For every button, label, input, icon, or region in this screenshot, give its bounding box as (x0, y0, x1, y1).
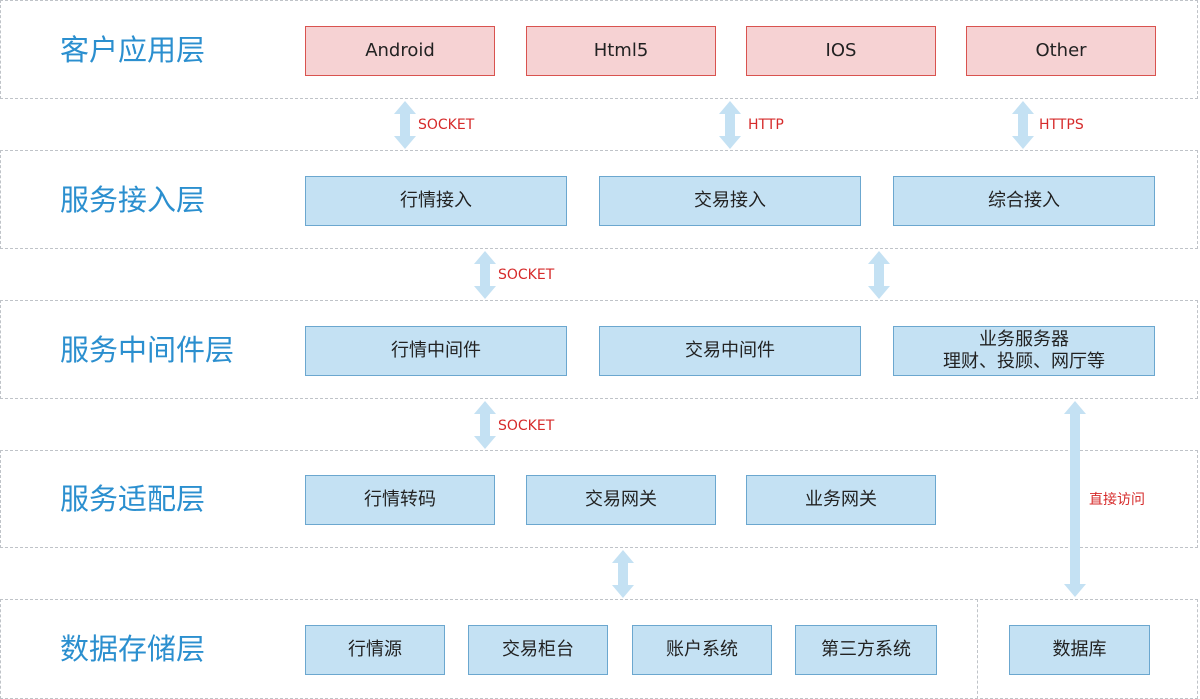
storage-box-third-party[interactable]: 第三方系统 (795, 625, 937, 675)
adapter-box-label: 交易网关 (585, 489, 657, 511)
arrow-client-access-1 (394, 101, 416, 149)
access-box-label: 综合接入 (988, 190, 1060, 212)
arrow-client-access-3 (1012, 101, 1034, 149)
storage-box-account-system[interactable]: 账户系统 (632, 625, 772, 675)
adapter-box-trade-gateway[interactable]: 交易网关 (526, 475, 716, 525)
layer-label-middleware: 服务中间件层 (60, 333, 235, 367)
adapter-box-label: 行情转码 (364, 489, 436, 511)
middleware-box-trade[interactable]: 交易中间件 (599, 326, 861, 376)
storage-box-market-source[interactable]: 行情源 (305, 625, 445, 675)
arrow-adapter-storage (612, 550, 634, 598)
storage-box-label: 行情源 (348, 639, 402, 661)
arrow-label-socket-middleware: SOCKET (498, 418, 555, 434)
business-box-line2: 理财、投顾、网厅等 (943, 351, 1105, 372)
adapter-box-market-transcode[interactable]: 行情转码 (305, 475, 495, 525)
access-box-general[interactable]: 综合接入 (893, 176, 1155, 226)
storage-box-label: 第三方系统 (821, 639, 911, 661)
client-box-html5[interactable]: Html5 (526, 26, 716, 76)
middleware-box-business[interactable]: 业务服务器 理财、投顾、网厅等 (893, 326, 1155, 376)
storage-box-trade-counter[interactable]: 交易柜台 (468, 625, 608, 675)
access-box-label: 交易接入 (694, 190, 766, 212)
client-box-ios[interactable]: IOS (746, 26, 936, 76)
client-box-label: Android (365, 40, 435, 62)
arrow-label-socket-client: SOCKET (418, 117, 475, 133)
arrow-label-socket-access: SOCKET (498, 267, 555, 283)
storage-box-label: 数据库 (1052, 639, 1107, 661)
adapter-box-label: 业务网关 (805, 489, 877, 511)
business-box-line1: 业务服务器 (979, 329, 1069, 351)
storage-box-database[interactable]: 数据库 (1009, 625, 1150, 675)
storage-box-label: 账户系统 (666, 639, 738, 661)
middleware-box-label: 交易中间件 (685, 340, 775, 362)
client-box-other[interactable]: Other (966, 26, 1156, 76)
middleware-box-market[interactable]: 行情中间件 (305, 326, 567, 376)
client-box-label: IOS (825, 40, 857, 62)
client-box-label: Html5 (593, 40, 649, 62)
client-box-label: Other (1035, 40, 1087, 62)
arrow-label-direct-access: 直接访问 (1089, 492, 1145, 508)
middleware-box-label: 行情中间件 (391, 340, 481, 362)
access-box-trade[interactable]: 交易接入 (599, 176, 861, 226)
layer-label-adapter: 服务适配层 (60, 482, 206, 516)
arrow-direct-access (1064, 401, 1086, 597)
arrow-middleware-adapter (474, 401, 496, 449)
client-box-android[interactable]: Android (305, 26, 495, 76)
access-box-market[interactable]: 行情接入 (305, 176, 567, 226)
arrow-label-http: HTTP (748, 117, 784, 133)
arrow-label-https: HTTPS (1039, 117, 1084, 133)
layer-label-access: 服务接入层 (60, 183, 206, 217)
adapter-box-business-gateway[interactable]: 业务网关 (746, 475, 936, 525)
arrow-access-middleware-2 (868, 251, 890, 299)
layer-label-client: 客户应用层 (60, 33, 206, 67)
layer-label-storage: 数据存储层 (60, 632, 206, 666)
arrow-client-access-2 (719, 101, 741, 149)
arrow-access-middleware-1 (474, 251, 496, 299)
access-box-label: 行情接入 (400, 190, 472, 212)
storage-divider (977, 599, 978, 699)
storage-box-label: 交易柜台 (502, 639, 574, 661)
